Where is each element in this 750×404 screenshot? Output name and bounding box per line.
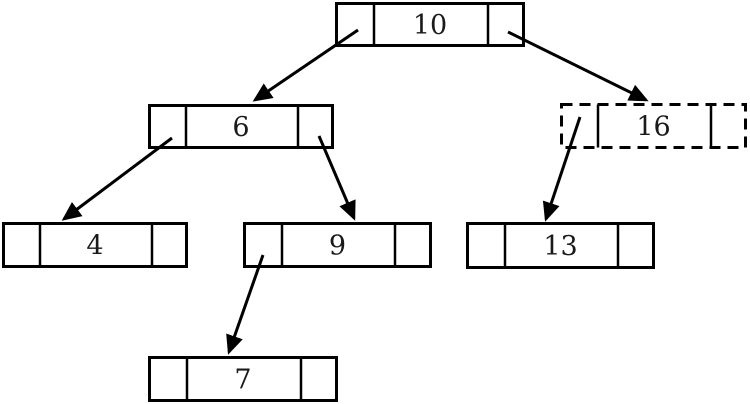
tree-node-13: 13: [466, 222, 655, 269]
tree-node-4: 4: [2, 222, 188, 268]
node-value-label: 13: [543, 231, 577, 262]
tree-node-7: 7: [148, 356, 338, 402]
edge-10-left-6-arrow: [252, 28, 359, 102]
edge-9-left-7-arrow: [226, 254, 265, 355]
edges-layer: [61, 28, 649, 355]
edge-10-right-16-arrow: [507, 30, 649, 102]
node-value-label: 4: [86, 231, 103, 262]
node-value-label: 10: [413, 10, 447, 41]
node-box: [243, 222, 432, 268]
tree-node-9: 9: [243, 222, 432, 268]
node-box: [148, 104, 334, 149]
node-value-label: 9: [329, 231, 346, 262]
edge-6-left-4-arrow: [61, 136, 173, 221]
edge-16-left-13-arrow: [542, 116, 582, 222]
tree-node-16: 16: [560, 103, 747, 149]
node-value-label: 6: [232, 112, 249, 143]
edge-6-right-9-arrow: [317, 135, 356, 221]
node-box: [2, 222, 188, 268]
tree-node-6: 6: [148, 104, 334, 149]
node-box: [148, 356, 338, 402]
node-box: [335, 2, 525, 47]
node-value-label: 16: [636, 112, 670, 143]
node-box: [466, 222, 655, 269]
node-value-label: 7: [234, 365, 251, 396]
tree-node-10: 10: [335, 2, 525, 47]
node-box: [560, 103, 747, 149]
